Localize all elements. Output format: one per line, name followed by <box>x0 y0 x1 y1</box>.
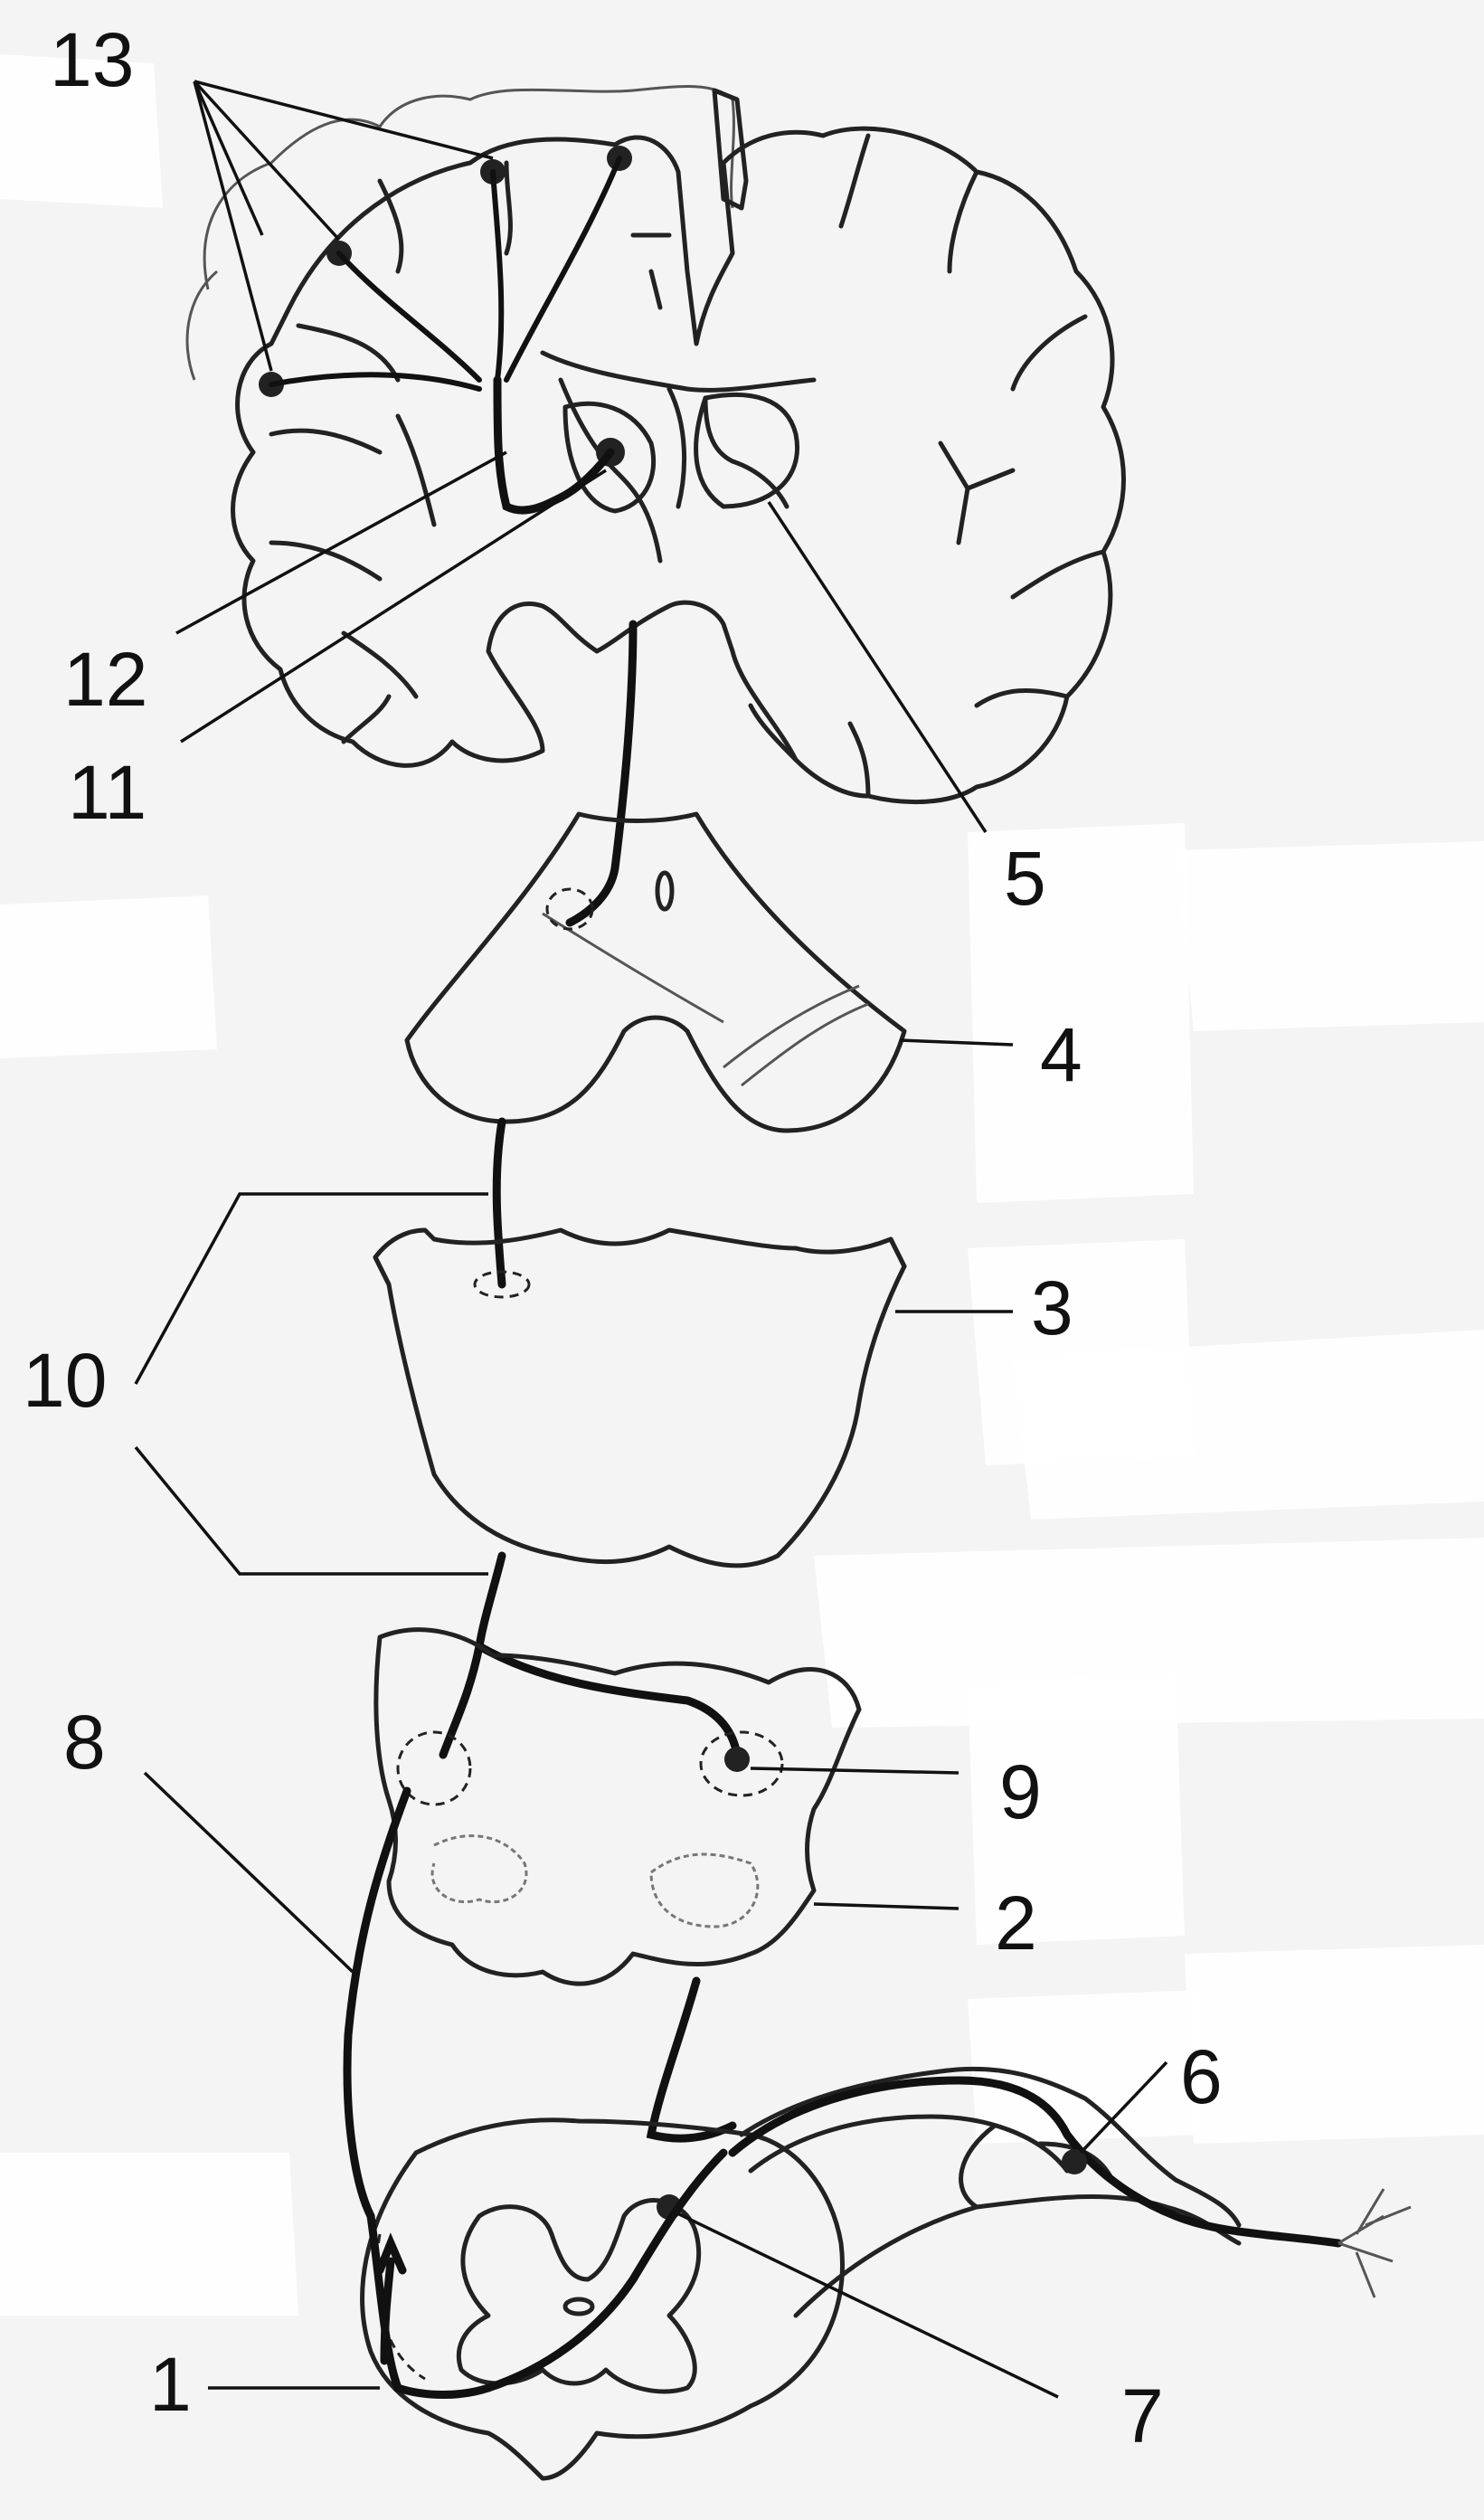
cerebrum-section <box>185 85 1126 805</box>
label-8: 8 <box>63 1700 106 1785</box>
leader-lines <box>134 80 1168 2399</box>
medulla-section <box>373 1627 862 1986</box>
label-9: 9 <box>999 1749 1042 1834</box>
background-smudges <box>0 54 1484 2316</box>
label-4: 4 <box>1040 1012 1082 1097</box>
lateral-tract <box>343 1786 411 2221</box>
labels: 13 12 11 5 4 3 10 8 9 2 6 1 7 <box>23 17 1223 2458</box>
label-1: 1 <box>149 2342 192 2427</box>
label-5: 5 <box>1004 836 1046 921</box>
label-3: 3 <box>1031 1265 1073 1350</box>
label-6: 6 <box>1180 2034 1223 2119</box>
label-13: 13 <box>50 17 134 102</box>
label-7: 7 <box>1121 2373 1164 2458</box>
label-12: 12 <box>63 637 147 722</box>
pons-section <box>373 1227 907 1568</box>
crossing-fibers <box>475 1642 742 1759</box>
ganglion-neuron <box>1062 2149 1087 2174</box>
label-11: 11 <box>68 750 147 835</box>
descending-tract-midbrain <box>565 620 638 927</box>
label-10: 10 <box>23 1338 107 1423</box>
descending-tract-spinal <box>646 1976 737 2143</box>
corticobulbar-tracts <box>269 156 622 515</box>
label-2: 2 <box>995 1881 1037 1966</box>
spinal-cord-section <box>360 2066 1412 2481</box>
midbrain-section <box>404 811 907 1133</box>
descending-tract-pons <box>492 1117 506 1289</box>
